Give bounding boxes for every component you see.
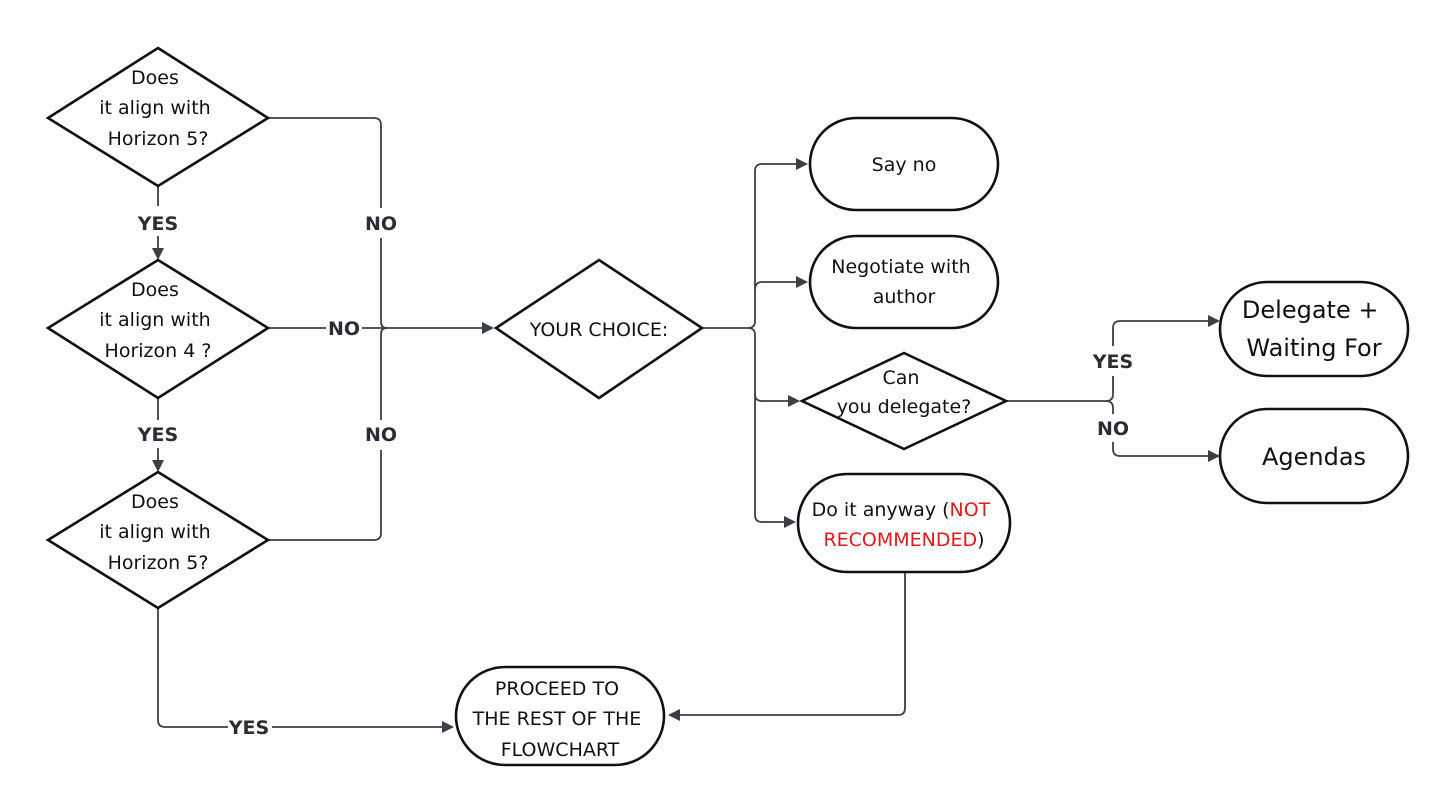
arrowhead bbox=[152, 248, 164, 260]
diamond-shape bbox=[798, 351, 1010, 451]
text-line: author bbox=[873, 286, 936, 308]
text-line: Horizon 4 ? bbox=[105, 340, 212, 362]
text-line: Do it anyway (NOT bbox=[812, 499, 991, 521]
terminal-text: PROCEED TO THE REST OF THE FLOWCHART bbox=[472, 678, 648, 761]
text-line: RECOMMENDED) bbox=[823, 529, 984, 551]
arrowhead bbox=[482, 322, 494, 334]
edge-choice-down bbox=[747, 327, 784, 523]
text-line: Horizon 5? bbox=[108, 128, 209, 150]
diamond-text: Does it align with Horizon 5? bbox=[99, 491, 216, 574]
terminal-text: Do it anyway (NOT RECOMMENDED) bbox=[812, 499, 997, 551]
decision-horizon-5-top: Does it align with Horizon 5? bbox=[45, 46, 271, 188]
text-line: PROCEED TO bbox=[495, 678, 619, 700]
diamond-text: Does it align with Horizon 4 ? bbox=[99, 279, 216, 362]
terminal-agendas: Agendas bbox=[1218, 407, 1410, 505]
terminal-say-no: Say no bbox=[808, 116, 1000, 212]
text-line: Does bbox=[131, 67, 179, 89]
arrowhead bbox=[1208, 450, 1220, 462]
diamond-text: Does it align with Horizon 5? bbox=[99, 67, 216, 150]
label-d3-yes: YES bbox=[228, 717, 269, 739]
text-line: Does bbox=[131, 279, 179, 301]
terminal-text: Negotiate with author bbox=[831, 256, 977, 308]
terminal-shape bbox=[1218, 280, 1410, 378]
text-line: Does bbox=[131, 491, 179, 513]
label-d1-no: NO bbox=[365, 213, 397, 235]
text-line: Delegate + bbox=[1242, 296, 1379, 324]
arrowhead bbox=[784, 516, 796, 528]
edge-choice-delegate bbox=[754, 393, 788, 402]
label-d2-yes: YES bbox=[137, 424, 178, 446]
terminal-text: Say no bbox=[872, 154, 937, 176]
label-deleg-yes: YES bbox=[1092, 351, 1133, 373]
diamond-shape bbox=[45, 46, 271, 188]
warning-text: RECOMMENDED bbox=[823, 529, 977, 551]
terminal-do-it-anyway: Do it anyway (NOT RECOMMENDED) bbox=[796, 472, 1012, 574]
text-run: Do it anyway ( bbox=[812, 499, 950, 521]
text-line: FLOWCHART bbox=[501, 739, 620, 761]
decision-can-delegate: Can you delegate? bbox=[798, 351, 1010, 451]
terminal-proceed: PROCEED TO THE REST OF THE FLOWCHART bbox=[454, 665, 666, 767]
text-line: you delegate? bbox=[837, 396, 972, 418]
diamond-shape bbox=[45, 470, 271, 610]
warning-text: NOT bbox=[950, 499, 991, 521]
text-run: ) bbox=[977, 529, 984, 551]
label-d3-no: NO bbox=[365, 424, 397, 446]
label-deleg-no: NO bbox=[1097, 418, 1129, 440]
arrowhead bbox=[152, 460, 164, 472]
text-line: it align with bbox=[99, 309, 210, 331]
text-line: Waiting For bbox=[1246, 334, 1381, 362]
diamond-shape bbox=[45, 258, 271, 400]
diamond-shape bbox=[493, 258, 705, 400]
edge-doit-proceed bbox=[680, 572, 906, 716]
decision-horizon-4: Does it align with Horizon 4 ? bbox=[45, 258, 271, 400]
terminal-shape bbox=[796, 472, 1012, 574]
decision-your-choice: YOUR CHOICE: bbox=[493, 258, 705, 400]
choice-text: YOUR CHOICE: bbox=[529, 319, 668, 341]
decision-horizon-5-bottom: Does it align with Horizon 5? bbox=[45, 470, 271, 610]
text-line: Can bbox=[883, 367, 920, 389]
terminal-negotiate: Negotiate with author bbox=[808, 234, 1000, 330]
terminal-shape bbox=[1218, 407, 1410, 505]
terminal-text: Delegate + Waiting For bbox=[1242, 296, 1386, 362]
text-line: Horizon 5? bbox=[108, 552, 209, 574]
label-d1-yes: YES bbox=[137, 213, 178, 235]
edge-d3-yes bbox=[157, 608, 444, 728]
arrowhead bbox=[668, 709, 680, 721]
terminal-text: Agendas bbox=[1262, 443, 1366, 471]
edge-labels: YES NO NO YES NO YES YES NO bbox=[137, 213, 1133, 739]
arrowhead bbox=[442, 721, 454, 733]
edge-choice-trunk bbox=[702, 163, 796, 329]
terminal-shape bbox=[808, 234, 1000, 330]
terminal-shape bbox=[808, 116, 1000, 212]
arrowhead bbox=[1208, 315, 1220, 327]
text-line: it align with bbox=[99, 521, 210, 543]
text-line: Negotiate with bbox=[831, 256, 970, 278]
diamond-text: Can you delegate? bbox=[837, 367, 972, 418]
label-d2-no: NO bbox=[328, 318, 360, 340]
terminal-delegate-waiting: Delegate + Waiting For bbox=[1218, 280, 1410, 378]
edge-deleg-no bbox=[1105, 400, 1208, 457]
terminal-shape bbox=[454, 665, 666, 767]
arrowhead bbox=[796, 158, 808, 170]
text-line: THE REST OF THE bbox=[472, 708, 642, 730]
arrowhead bbox=[788, 395, 800, 407]
edges bbox=[152, 117, 1220, 733]
edge-choice-negotiate bbox=[754, 281, 796, 291]
text-line: it align with bbox=[99, 97, 210, 119]
arrowhead bbox=[796, 276, 808, 288]
